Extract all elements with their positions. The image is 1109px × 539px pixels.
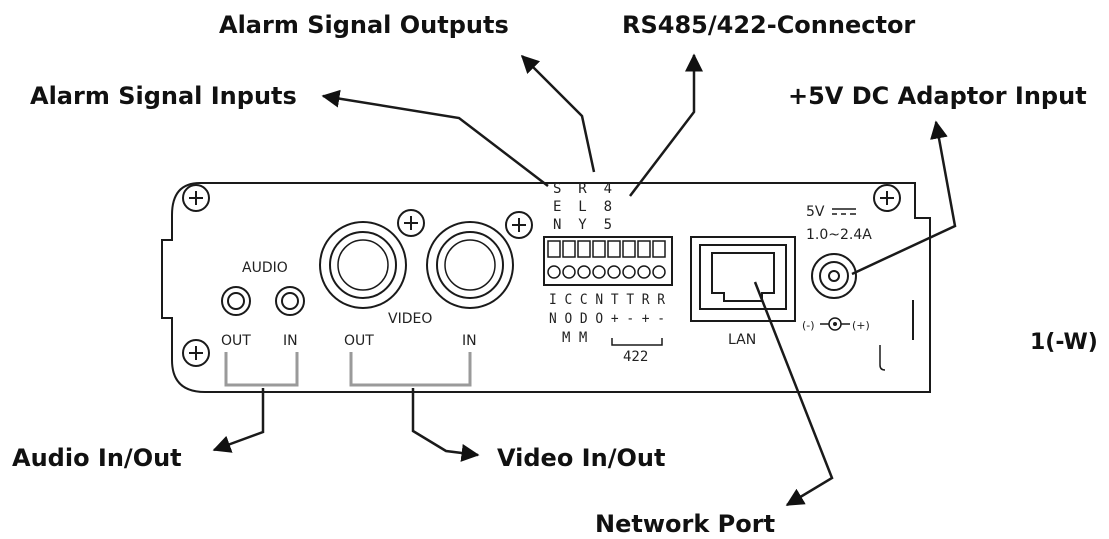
audio-in-label: IN [283, 333, 298, 349]
terminal-top-row-2: E L 8 [553, 199, 612, 215]
network-port-callout: Network Port [595, 510, 775, 538]
dc-input-jack[interactable] [811, 253, 857, 299]
alarm-outputs-callout: Alarm Signal Outputs [219, 11, 509, 39]
terminal-bottom-row-1: I C C N T T R R [549, 292, 666, 308]
terminal-422-label: 422 [623, 349, 648, 365]
audio-bracket [224, 352, 299, 387]
terminal-bottom-row-2: N O D O + - + - [549, 311, 665, 327]
dc-input-callout: +5V DC Adaptor Input [788, 82, 1087, 110]
audio-out-jack[interactable] [221, 286, 251, 316]
polarity-symbol: (-) (+) [802, 317, 870, 332]
rs485-arrow [629, 53, 703, 197]
mounting-screw-bottom-left [182, 339, 210, 367]
terminal-block: S R 4 E L 8 N Y 5 I C C N T T R R N O D … [543, 181, 673, 365]
network-port-arrow [753, 281, 834, 507]
video-out-label: OUT [344, 333, 374, 349]
audio-out-label: OUT [221, 333, 251, 349]
lan-port[interactable]: LAN [690, 236, 796, 348]
audio-section: AUDIO OUT IN [221, 260, 305, 349]
video-in-label: IN [462, 333, 477, 349]
video-out-bnc[interactable] [319, 221, 407, 309]
mounting-screw-terminal [505, 211, 533, 239]
alarm-outputs-arrow [520, 54, 596, 173]
mounting-screw-top-left [182, 184, 210, 212]
device-back-panel [161, 182, 931, 393]
video-io-callout: Video In/Out [497, 444, 665, 472]
terminal-bottom-row-3: M M [562, 330, 587, 346]
lan-label: LAN [728, 332, 756, 348]
power-current-label: 1.0~2.4A [806, 227, 872, 243]
rs485-callout: RS485/422-Connector [622, 11, 915, 39]
video-bracket [349, 352, 472, 387]
polarity-negative-label: (-) [802, 319, 815, 332]
model-suffix-label: 1(-W) [1030, 330, 1098, 355]
video-label: VIDEO [388, 311, 432, 327]
terminal-top-row-1: S R 4 [553, 181, 612, 197]
mounting-screw-video [397, 209, 425, 237]
terminal-pins[interactable] [547, 240, 666, 279]
video-section: VIDEO OUT IN [319, 221, 514, 349]
audio-in-jack[interactable] [275, 286, 305, 316]
power-voltage-label: 5V [806, 204, 825, 220]
alarm-inputs-arrow [321, 89, 549, 187]
dc-input-arrow [851, 120, 957, 276]
polarity-positive-label: (+) [852, 319, 870, 332]
terminal-top-row-3: N Y 5 [553, 217, 612, 233]
audio-label: AUDIO [242, 260, 288, 276]
mounting-screw-top-right [873, 184, 901, 212]
dc-power-section: 5V 1.0~2.4A (-) (+) [802, 204, 872, 332]
video-io-arrow [411, 388, 480, 462]
video-in-bnc[interactable] [426, 221, 514, 309]
audio-io-callout: Audio In/Out [12, 444, 182, 472]
alarm-inputs-callout: Alarm Signal Inputs [30, 82, 297, 110]
audio-io-arrow [212, 388, 265, 453]
